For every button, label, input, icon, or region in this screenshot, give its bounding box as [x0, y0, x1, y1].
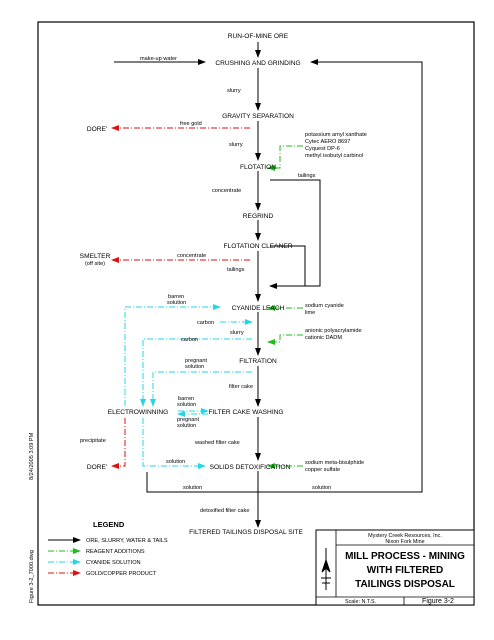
label-solution-2: solution [183, 485, 202, 491]
reagent-item: Cyquest DP-6 [305, 146, 340, 152]
node-run-of-mine-ore: RUN-OF-MINE ORE [228, 33, 289, 40]
title-mine: Nixon Fork Mine [385, 539, 424, 545]
node-flotation-cleaner: FLOTATION CLEANER [224, 243, 293, 250]
cyanide-flow-lines [124, 304, 253, 469]
legend-item-gold: GOLD/COPPER PRODUCT [86, 571, 157, 577]
label-solution-1: solution [166, 459, 185, 465]
flow-carbon-out [140, 338, 252, 407]
label-slurry-3: slurry [230, 330, 244, 336]
flow-pregnant-1 [150, 371, 252, 407]
node-filtered-tailings-disposal: FILTERED TAILINGS DISPOSAL SITE [189, 529, 303, 536]
node-dore-2: DORE' [87, 464, 107, 471]
flow-solution-recycle [146, 59, 423, 493]
reagents-leach: sodium cyanide lime [305, 303, 344, 316]
label-detoxified-filter-cake: detoxified filter cake [200, 508, 249, 514]
title-figure-number: Figure 3-2 [422, 598, 454, 605]
node-flotation: FLOTATION [240, 164, 276, 171]
margin-filename: Figure 3-2_7000.dwg [29, 550, 35, 603]
title-company: Mystery Creek Resources, Inc. [368, 533, 442, 539]
flow-cleaner-tailings [270, 245, 306, 286]
reagents-detox: sodium meta-bisulphide copper sulfate [305, 460, 364, 473]
label-barren-1b: solution [167, 300, 186, 306]
label-carbon-1: carbon [197, 320, 214, 326]
flow-barren-to-leach [124, 304, 221, 406]
label-concentrate-2: concentrate [177, 253, 206, 259]
node-filter-cake-washing: FILTER CAKE WASHING [208, 409, 283, 416]
node-filtration: FILTRATION [239, 358, 277, 365]
reagent-item: copper sulfate [305, 467, 340, 473]
reagent-flow-lines [267, 145, 303, 469]
label-washed-filter-cake: washed filter cake [194, 440, 240, 446]
label-concentrate-1: concentrate [212, 188, 241, 194]
label-slurry-2: slurry [229, 142, 243, 148]
reagent-item: cationic DADM [305, 335, 342, 341]
label-carbon-2: carbon [181, 337, 198, 343]
flow-precipitate [111, 418, 126, 469]
label-free-gold: free gold [180, 121, 202, 127]
title-line-2: WITH FILTERED [367, 565, 443, 576]
label-barren-2a: barren [178, 396, 194, 402]
ore-flow-lines [114, 42, 423, 528]
label-tailings-2: tailings [227, 267, 245, 273]
node-smelter-sub: (off site) [85, 261, 105, 267]
gold-flow-lines [111, 125, 250, 469]
label-pregnant-2b: solution [177, 423, 196, 429]
reagent-item: lime [305, 310, 315, 316]
label-pregnant-2a: pregnant [177, 417, 200, 423]
reagents-filtration: anionic polyacrylamide cationic DADM [305, 328, 362, 341]
node-solids-detoxification: SOLIDS DETOXIFICATION [210, 464, 291, 471]
reagent-item: sodium cyanide [305, 303, 344, 309]
label-barren-2b: solution [177, 402, 196, 408]
node-regrind: REGRIND [243, 213, 274, 220]
title-block-frame [315, 529, 475, 606]
title-block: Mystery Creek Resources, Inc. Nixon Fork… [315, 529, 475, 606]
node-gravity-separation: GRAVITY SEPARATION [222, 113, 294, 120]
node-electrowinning: ELECTROWINNING [108, 409, 168, 416]
flow-solution-to-detox [142, 418, 206, 469]
title-line-1: MILL PROCESS - MINING [345, 551, 465, 562]
reagent-item: Cytec AERO 8697 [305, 139, 350, 145]
drawing-border [37, 21, 475, 606]
title-scale: Scale: N.T.S. [345, 599, 376, 605]
label-tailings-1: tailings [298, 173, 316, 179]
reagent-item: methyl isobutyl carbinol [305, 153, 363, 159]
reagent-item: anionic polyacrylamide [305, 328, 362, 334]
label-slurry-1: slurry [227, 88, 241, 94]
label-makeup-water: make-up water [140, 56, 177, 62]
north-arrow-icon [321, 548, 331, 590]
legend-item-ore: ORE, SLURRY, WATER & TAILS [86, 538, 168, 544]
label-solution-3: solution [312, 485, 331, 491]
legend-title: LEGEND [93, 520, 125, 529]
label-filter-cake: filter cake [229, 384, 253, 390]
label-pregnant-1b: solution [185, 364, 204, 370]
reagent-to-filtration [267, 334, 303, 345]
legend-item-cyanide: CYANIDE SOLUTION [86, 560, 141, 566]
title-line-3: TAILINGS DISPOSAL [355, 579, 455, 590]
node-dore-1: DORE' [87, 126, 107, 133]
label-pregnant-1a: pregnant [185, 358, 208, 364]
reagent-to-flotation [267, 145, 303, 171]
margin-timestamp: 8/24/2005 3:09 PM [29, 432, 35, 480]
node-smelter: SMELTER [80, 253, 111, 260]
flow-flotation-tailings [269, 179, 321, 289]
legend-item-reagent: REAGENT ADDITIONS [86, 549, 145, 555]
node-crushing-grinding: CRUSHING AND GRINDING [215, 60, 300, 67]
reagent-item: sodium meta-bisulphide [305, 460, 364, 466]
node-cyanide-leach: CYANIDE LEACH [232, 305, 285, 312]
reagent-item: potassium amyl xanthate [305, 132, 367, 138]
label-precipitate: precipitate [80, 438, 106, 444]
label-barren-1a: barren [168, 294, 184, 300]
reagents-flotation: potassium amyl xanthate Cytec AERO 8697 … [305, 132, 367, 159]
legend: LEGEND ORE, SLURRY, WATER & TAILS REAGEN… [48, 520, 168, 577]
